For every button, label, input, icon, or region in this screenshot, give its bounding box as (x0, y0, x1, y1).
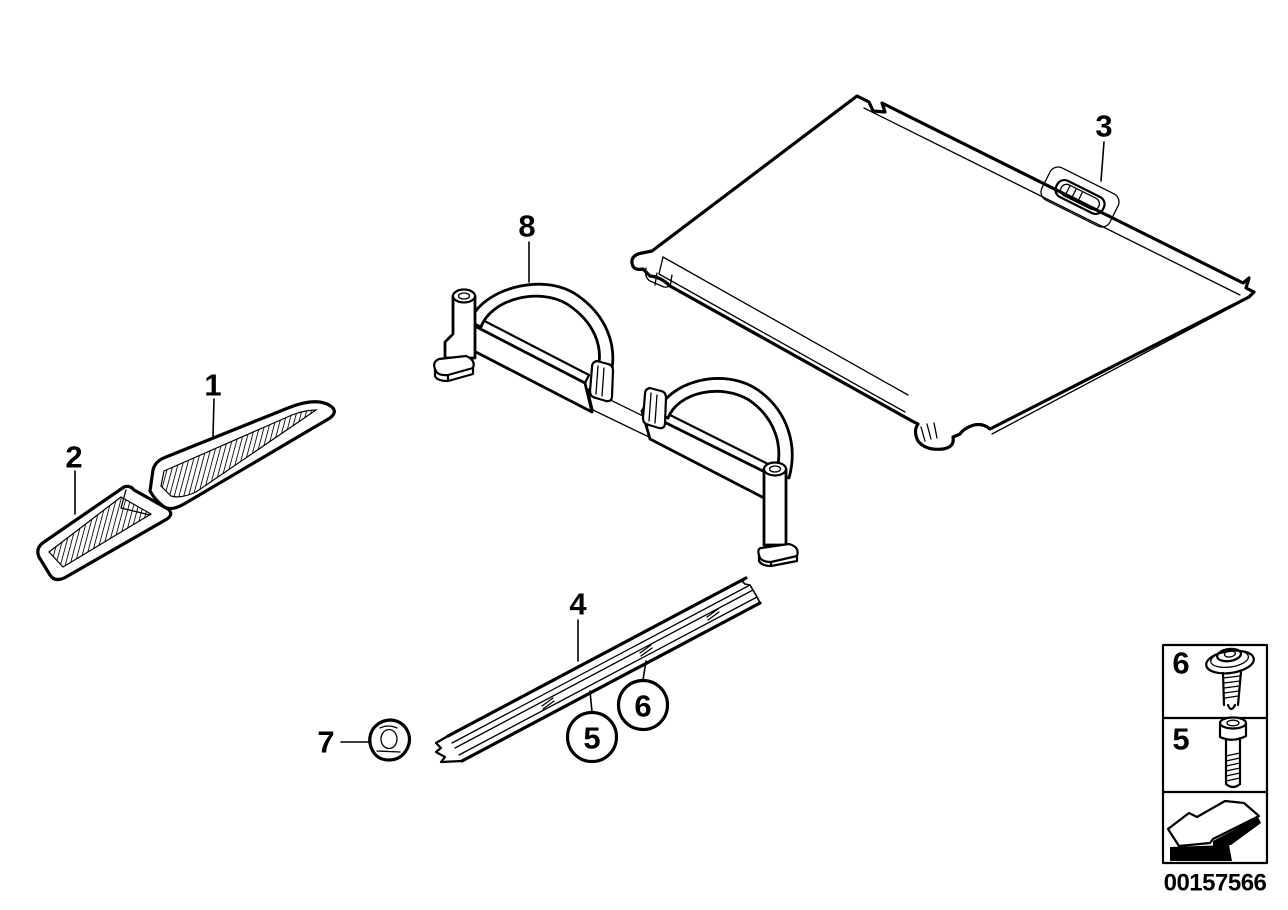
direction-of-travel-arrow-icon (1166, 799, 1261, 861)
torx-screw-icon (1205, 647, 1255, 675)
part-3-loading-floor (630, 94, 1256, 451)
callout-1: 1 (204, 368, 222, 438)
callout-leader-5 (589, 690, 593, 713)
part-8-lashing-strap-assembly (433, 282, 799, 568)
callout-leader-6 (642, 660, 647, 681)
callout-3: 3 (1095, 109, 1113, 182)
callout-label-5[interactable]: 5 (583, 721, 600, 756)
legend-cell-5: 5 (1172, 716, 1248, 789)
callout-label-7[interactable]: 7 (317, 725, 334, 760)
part-4-mounting-rail (434, 576, 762, 764)
callout-7: 7 (317, 725, 372, 760)
floor-handle-recess (1040, 166, 1120, 228)
callout-6: 6 (616, 660, 670, 732)
callout-circle-6[interactable] (616, 678, 670, 732)
callout-leader-3 (1100, 141, 1105, 182)
legend-table: 6 5 (1161, 643, 1269, 865)
callout-4: 4 (569, 587, 587, 662)
callout-label-3[interactable]: 3 (1095, 109, 1112, 144)
part-7-nut (368, 718, 412, 762)
callout-8: 8 (518, 209, 536, 283)
part-2-trim-panel (36, 484, 173, 582)
callout-label-6[interactable]: 6 (634, 689, 651, 724)
callout-5: 5 (565, 690, 619, 764)
callout-circle-5[interactable] (565, 710, 619, 764)
callout-leader-1 (212, 398, 215, 438)
socket-head-screw-icon (1218, 716, 1248, 789)
callout-2: 2 (65, 440, 83, 515)
callout-label-4[interactable]: 4 (569, 587, 587, 622)
legend-cell-6: 6 (1172, 646, 1255, 711)
callout-label-1[interactable]: 1 (204, 368, 221, 403)
legend-label-6: 6 (1172, 646, 1189, 681)
callout-label-2[interactable]: 2 (65, 440, 82, 475)
callout-label-8[interactable]: 8 (518, 209, 535, 244)
doc-number: 00157566 (1164, 870, 1267, 897)
legend-label-5: 5 (1172, 722, 1189, 757)
part-1-trim-panel (148, 400, 336, 511)
